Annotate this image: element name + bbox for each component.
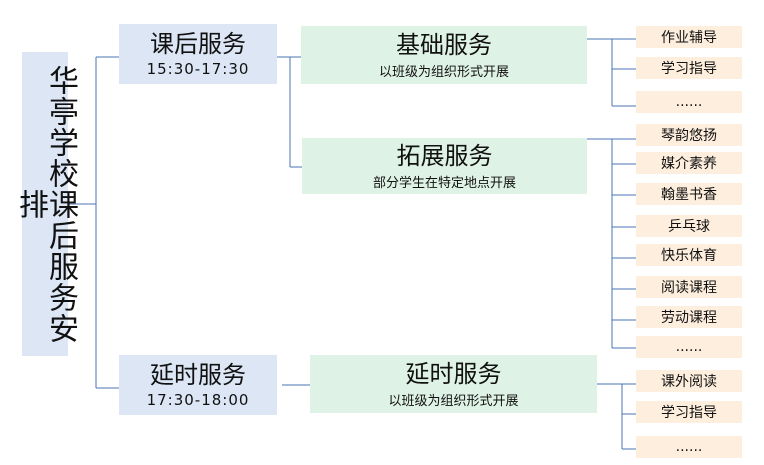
service-node-extended-hours: 延时服务 17:30-18:00 xyxy=(119,355,277,415)
leaf-node: ...... xyxy=(636,91,742,113)
leaf-node: 媒介素养 xyxy=(636,152,742,174)
service-name: 延时服务 xyxy=(150,361,246,389)
leaf-node: 学习指导 xyxy=(636,401,742,423)
subservice-name: 基础服务 xyxy=(396,30,492,59)
root-title: 华亭学校课后服务安排 xyxy=(13,64,78,344)
service-node-after-school: 课后服务 15:30-17:30 xyxy=(119,24,277,84)
subservice-node-extended: 拓展服务 部分学生在特定地点开展 xyxy=(302,138,587,194)
service-name: 课后服务 xyxy=(150,30,246,58)
leaf-node: 快乐体育 xyxy=(636,244,742,266)
leaf-node: 课外阅读 xyxy=(636,370,742,392)
leaf-node: ...... xyxy=(636,436,742,458)
subservice-node-basic: 基础服务 以班级为组织形式开展 xyxy=(301,26,587,84)
subservice-name: 拓展服务 xyxy=(396,141,493,170)
subservice-desc: 以班级为组织形式开展 xyxy=(388,393,519,409)
leaf-node: 翰墨书香 xyxy=(636,183,742,205)
leaf-node: 乒乓球 xyxy=(636,215,742,237)
leaf-node: ...... xyxy=(636,336,742,358)
leaf-node: 学习指导 xyxy=(636,57,742,79)
leaf-node: 劳动课程 xyxy=(636,306,742,328)
root-node: 华亭学校课后服务安排 xyxy=(13,52,78,356)
leaf-node: 阅读课程 xyxy=(636,276,742,298)
service-time: 17:30-18:00 xyxy=(146,391,250,409)
subservice-node-delay: 延时服务 以班级为组织形式开展 xyxy=(310,355,597,413)
service-time: 15:30-17:30 xyxy=(146,60,250,78)
leaf-node: 作业辅导 xyxy=(636,26,742,48)
subservice-name: 延时服务 xyxy=(405,359,502,388)
subservice-desc: 以班级为组织形式开展 xyxy=(378,64,509,80)
subservice-desc: 部分学生在特定地点开展 xyxy=(372,175,516,191)
leaf-node: 琴韵悠扬 xyxy=(636,124,742,146)
